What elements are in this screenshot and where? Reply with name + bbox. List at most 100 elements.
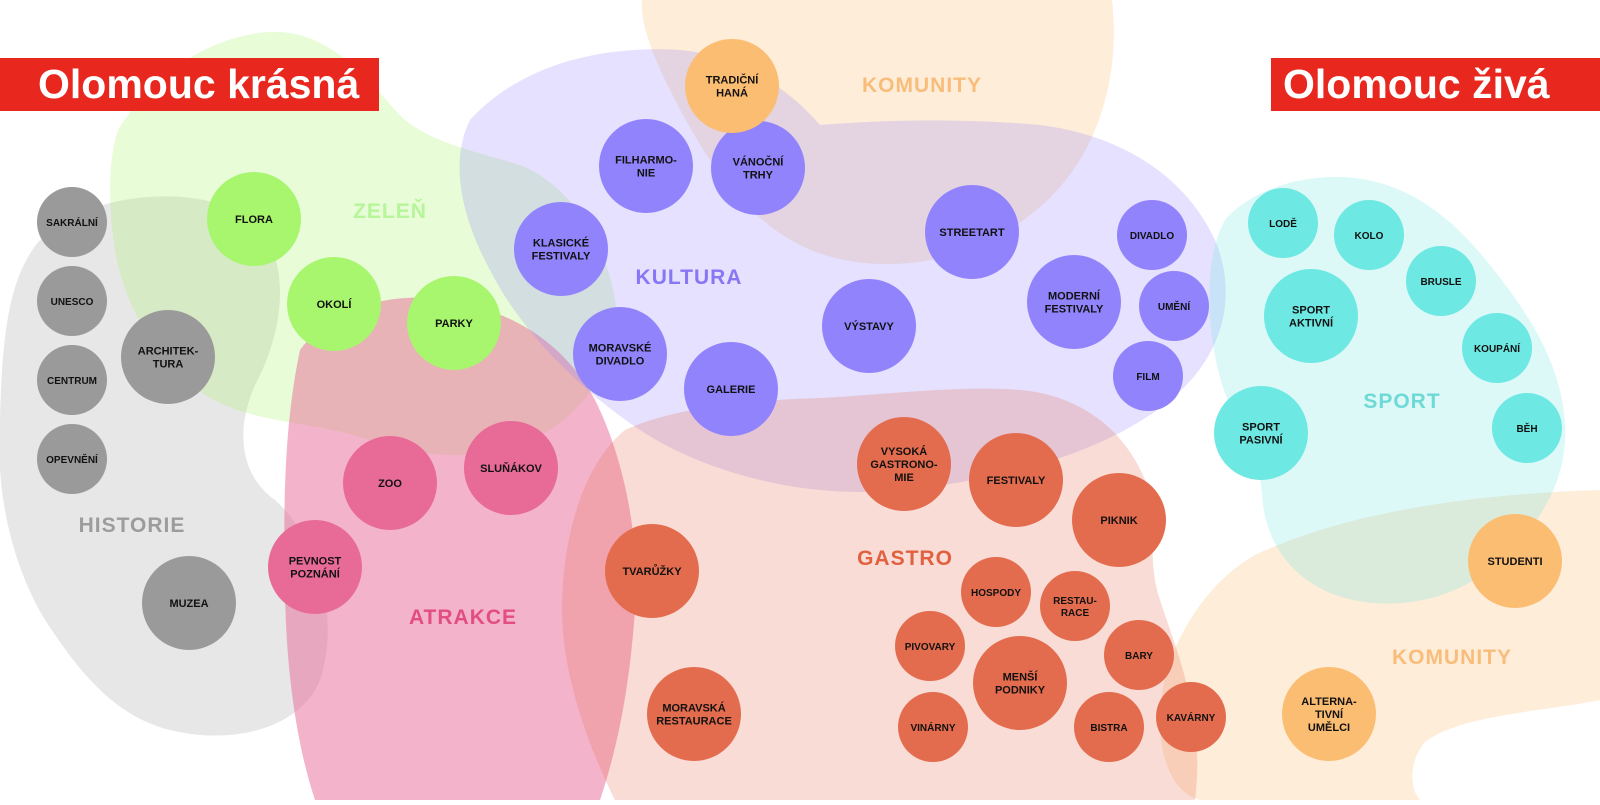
node-label-line: GALERIE xyxy=(707,384,756,396)
node-label-kultura-6: STREETART xyxy=(939,227,1004,239)
node-gastro-9: BARY xyxy=(1104,620,1174,690)
node-label-historie-1: UNESCO xyxy=(51,297,94,308)
node-label-line: STUDENTI xyxy=(1488,556,1543,568)
category-label-atrakce: ATRAKCE xyxy=(409,606,517,629)
node-label-komunity-1: STUDENTI xyxy=(1488,556,1543,568)
atrakce-blob xyxy=(284,297,636,800)
node-circle-historie-4 xyxy=(121,310,215,404)
node-circle-historie-3 xyxy=(37,424,107,494)
topic-nodes: SAKRÁLNÍ UNESCO CENTRUM OPEVNĚNÍ ARCHITEK-TU… xyxy=(37,39,1562,762)
node-gastro-3: TVARŮŽKY xyxy=(605,524,699,618)
node-label-kultura-4: GALERIE xyxy=(707,384,756,396)
node-label-line: TVARŮŽKY xyxy=(622,564,682,578)
node-zelen-0: FLORA xyxy=(207,172,301,266)
node-circle-sport-5 xyxy=(1214,386,1308,480)
node-atrakce-1: SLUŇÁKOV xyxy=(464,421,558,515)
category-label-historie: HISTORIE xyxy=(79,514,186,537)
node-label-zelen-0: FLORA xyxy=(235,214,273,226)
category-label-sport: SPORT xyxy=(1363,390,1440,413)
node-label-line: BRUSLE xyxy=(1420,277,1461,288)
node-label-line: MIE xyxy=(894,472,914,484)
node-label-line: TURA xyxy=(153,359,184,371)
node-label-line: BĚH xyxy=(1516,422,1537,435)
node-label-gastro-11: BISTRA xyxy=(1090,723,1127,734)
node-label-historie-0: SAKRÁLNÍ xyxy=(46,216,98,229)
node-label-line: POZNÁNÍ xyxy=(290,568,340,581)
node-label-sport-4: KOUPÁNÍ xyxy=(1474,342,1520,355)
node-label-line: VÁNOČNÍ xyxy=(733,156,785,169)
node-circle-gastro-2 xyxy=(1072,473,1166,567)
node-label-sport-6: BĚH xyxy=(1516,422,1537,435)
node-label-line: DIVADLO xyxy=(596,356,645,368)
node-circle-kultura-8 xyxy=(1027,255,1121,349)
node-label-line: ALTERNA- xyxy=(1301,696,1357,708)
node-circle-sport-6 xyxy=(1492,393,1562,463)
node-label-line: SPORT xyxy=(1242,422,1280,434)
node-label-historie-5: MUZEA xyxy=(169,598,208,610)
node-circle-zelen-1 xyxy=(287,257,381,351)
node-historie-4: ARCHITEK-TURA xyxy=(121,310,215,404)
node-label-line: OPEVNĚNÍ xyxy=(46,453,98,466)
node-label-line: LODĚ xyxy=(1269,217,1297,230)
node-label-line: AKTIVNÍ xyxy=(1289,317,1334,330)
node-label-line: TIVNÍ xyxy=(1315,708,1344,721)
node-label-line: VINÁRNY xyxy=(910,721,955,734)
node-circle-historie-5 xyxy=(142,556,236,650)
node-circle-komunity-1 xyxy=(1468,514,1562,608)
node-label-sport-1: KOLO xyxy=(1355,231,1384,242)
node-label-line: FLORA xyxy=(235,214,273,226)
node-label-line: SLUŇÁKOV xyxy=(480,462,542,475)
node-label-line: TRADIČNÍ xyxy=(706,74,759,87)
node-label-line: ARCHITEK- xyxy=(138,346,199,358)
node-label-line: CENTRUM xyxy=(47,376,97,387)
node-label-line: HOSPODY xyxy=(971,588,1021,599)
node-label-gastro-9: BARY xyxy=(1125,651,1153,662)
node-label-gastro-6: RESTAU-RACE xyxy=(1053,596,1097,619)
title-banner-left: Olomouc krásná xyxy=(0,58,379,111)
node-label-line: FESTIVALY xyxy=(532,251,591,263)
node-circle-zelen-2 xyxy=(407,276,501,370)
node-circle-gastro-7 xyxy=(895,611,965,681)
node-circle-kultura-9 xyxy=(1139,271,1209,341)
node-kultura-5: VÝSTAVY xyxy=(822,279,916,373)
node-label-line: FESTIVALY xyxy=(987,475,1046,487)
node-circle-kultura-6 xyxy=(925,185,1019,279)
node-sport-4: KOUPÁNÍ xyxy=(1462,313,1532,383)
node-label-line: OKOLÍ xyxy=(317,298,353,311)
node-label-atrakce-0: ZOO xyxy=(378,478,402,490)
category-label-kultura: KULTURA xyxy=(636,266,743,289)
node-label-line: DIVADLO xyxy=(1130,231,1174,242)
node-label-line: PASIVNÍ xyxy=(1239,434,1283,447)
node-label-line: FESTIVALY xyxy=(1045,304,1104,316)
node-label-historie-3: OPEVNĚNÍ xyxy=(46,453,98,466)
node-circle-kultura-0 xyxy=(599,119,693,213)
node-sport-2: BRUSLE xyxy=(1406,246,1476,316)
node-label-line: BARY xyxy=(1125,651,1153,662)
category-label-komunity-bottom: KOMUNITY xyxy=(1392,646,1512,669)
node-circle-gastro-5 xyxy=(961,557,1031,627)
node-label-line: ZOO xyxy=(378,478,402,490)
node-atrakce-0: ZOO xyxy=(343,436,437,530)
node-circle-kultura-5 xyxy=(822,279,916,373)
node-label-gastro-10: VINÁRNY xyxy=(910,721,955,734)
node-kultura-10: FILM xyxy=(1113,341,1183,411)
node-label-line: UNESCO xyxy=(51,297,94,308)
node-circle-komunity-2 xyxy=(1282,667,1376,761)
node-kultura-6: STREETART xyxy=(925,185,1019,279)
node-label-historie-2: CENTRUM xyxy=(47,376,97,387)
node-label-line: SPORT xyxy=(1292,305,1330,317)
